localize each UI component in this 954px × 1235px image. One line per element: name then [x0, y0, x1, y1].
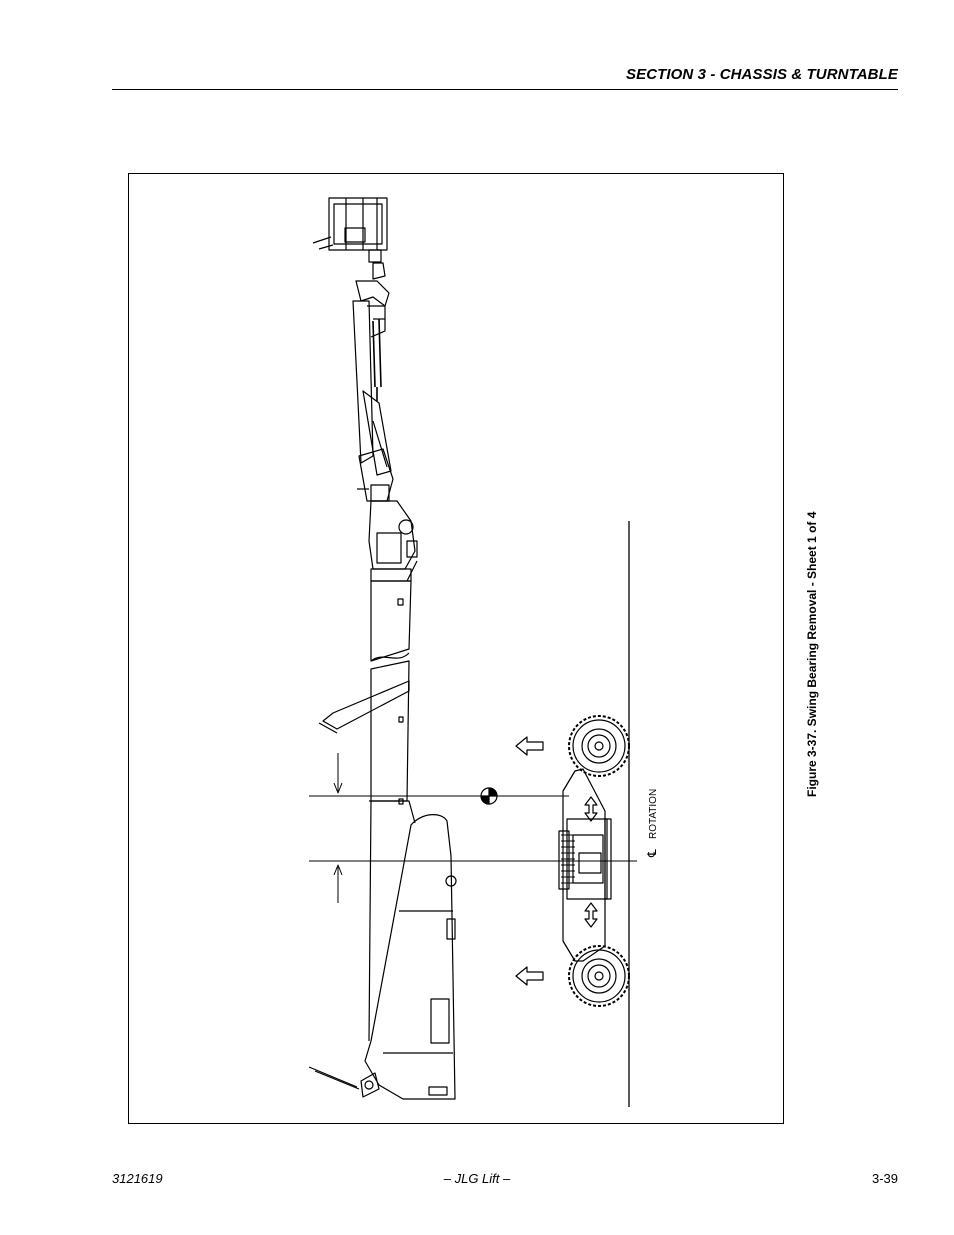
section-title: SECTION 3 - CHASSIS & TURNTABLE [625, 66, 898, 83]
lift-cylinder [318, 680, 410, 734]
swing-bearing [561, 834, 575, 884]
footer-doc-number: 3121619 [112, 1171, 163, 1186]
platform-basket [312, 197, 388, 263]
jib-boom [352, 262, 394, 502]
footer-page-number: 3-39 [871, 1171, 898, 1186]
direction-arrow-upper [515, 736, 544, 756]
turntable [308, 814, 457, 1100]
dimension-lines [309, 753, 637, 903]
wheel-lower [568, 945, 630, 1007]
lift-drawing: ROTATION ℄ [308, 197, 659, 1107]
boom-head [368, 500, 418, 570]
figure-frame: ROTATION ℄ [128, 173, 784, 1124]
centerline-symbol: ℄ [645, 849, 659, 858]
center-of-gravity-symbol [480, 787, 498, 805]
figure-caption: Figure 3-37. Swing Bearing Removal - She… [805, 511, 819, 797]
rotation-label: ROTATION [648, 789, 659, 839]
steer-arrow-lower [584, 902, 598, 928]
footer-center-text: – JLG Lift – [443, 1171, 511, 1186]
steer-arrow-upper [584, 796, 598, 822]
main-boom [368, 560, 418, 1042]
wheel-upper [568, 715, 630, 777]
jib-hydraulics [372, 318, 382, 401]
direction-arrow-lower [515, 966, 544, 986]
header-rule [112, 89, 898, 90]
